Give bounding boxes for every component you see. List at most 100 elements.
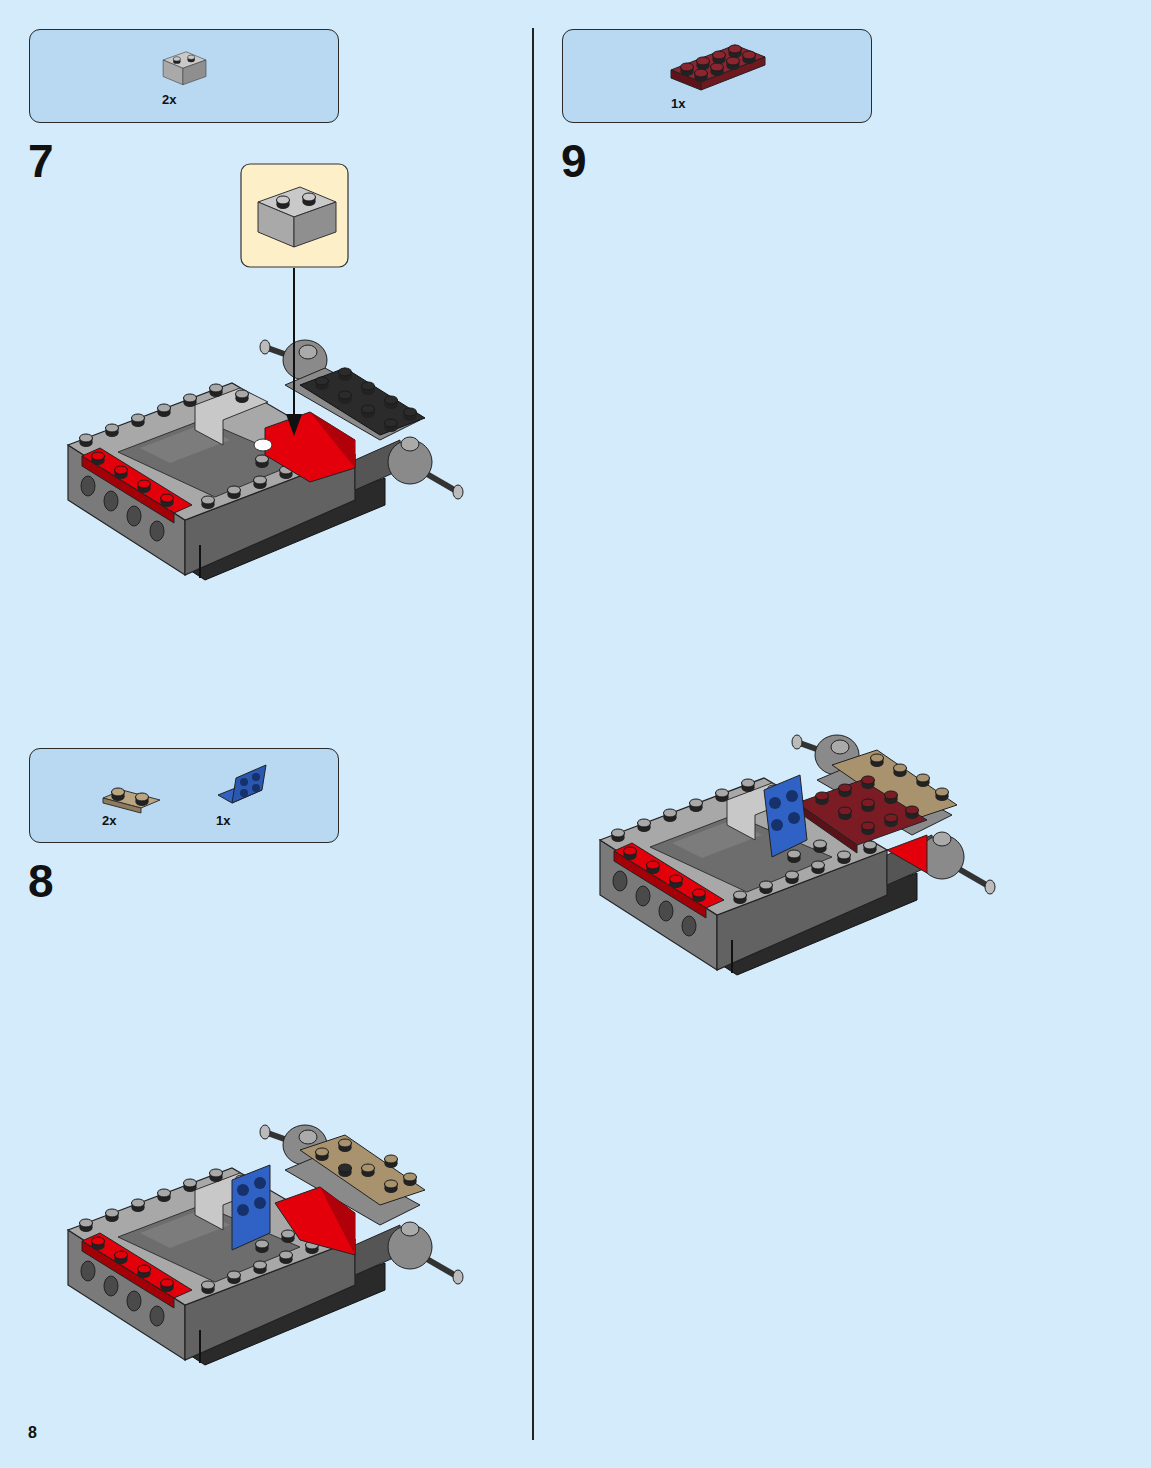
art-part	[252, 773, 260, 781]
art-part	[936, 788, 949, 801]
art-part	[316, 368, 417, 432]
art-part	[385, 396, 398, 409]
art-part	[681, 45, 756, 82]
parts-panel: 1x	[562, 29, 872, 123]
model-step-7	[68, 268, 463, 580]
column-divider	[532, 28, 534, 1440]
art-part	[885, 814, 898, 827]
art-part	[339, 1164, 352, 1177]
art-part	[862, 822, 875, 835]
parts-panel-ground	[562, 29, 872, 123]
art-part	[711, 63, 724, 76]
art-part	[600, 735, 995, 975]
art-part	[894, 764, 907, 777]
art-part	[695, 69, 708, 82]
art-part	[293, 268, 295, 418]
art-part	[240, 778, 248, 786]
parts-panel: 2x	[29, 29, 339, 123]
art-part	[258, 187, 336, 247]
art-part	[254, 1177, 266, 1189]
art-part	[112, 788, 125, 801]
art-part	[771, 819, 783, 831]
step-number: 9	[561, 138, 587, 184]
art-part	[885, 791, 898, 804]
art-part	[339, 368, 352, 381]
art-part	[316, 1139, 417, 1193]
dark-red-plate-icon	[671, 45, 765, 90]
art-part	[729, 45, 742, 58]
art-part	[701, 57, 765, 90]
art-part	[232, 765, 266, 803]
art-part	[252, 784, 260, 792]
art-part	[385, 1180, 398, 1193]
art-part	[362, 405, 375, 418]
art-part	[112, 788, 149, 806]
part-count: 2x	[102, 813, 116, 828]
art-part	[163, 52, 206, 85]
art-part	[316, 377, 329, 390]
model-step-8	[68, 1125, 463, 1365]
art-part	[839, 807, 852, 820]
art-part	[862, 799, 875, 812]
art-part	[887, 835, 927, 873]
callout-box	[241, 164, 348, 267]
art-part	[871, 754, 884, 767]
art-part	[816, 776, 919, 835]
art-part	[816, 792, 829, 805]
model-step-9	[600, 735, 995, 975]
art-part	[713, 51, 726, 64]
brick-icon	[163, 52, 206, 85]
art-part	[917, 774, 930, 787]
parts-panel-ground	[29, 29, 339, 123]
art-part	[339, 1139, 352, 1152]
art-part	[362, 382, 375, 395]
art-part	[697, 57, 710, 70]
art-part	[743, 51, 756, 64]
art-part	[797, 780, 927, 845]
art-part	[385, 419, 398, 432]
art-part	[727, 57, 740, 70]
art-part	[68, 340, 463, 580]
art-part	[862, 776, 875, 789]
part-count: 1x	[671, 96, 685, 111]
art-part	[339, 1164, 352, 1177]
art-part	[265, 412, 355, 482]
art-part	[320, 1187, 355, 1255]
parts-panel: 2x 1x	[29, 748, 339, 843]
art-part	[286, 414, 302, 436]
art-part	[839, 784, 852, 797]
art-part	[237, 1204, 249, 1216]
art-part	[103, 798, 141, 813]
art-part	[68, 1125, 463, 1365]
step-number: 7	[28, 138, 54, 184]
art-part	[769, 797, 781, 809]
art-part	[237, 1184, 249, 1196]
art-part	[232, 1165, 270, 1250]
art-part	[254, 439, 272, 451]
art-part	[310, 412, 355, 468]
art-part	[362, 1164, 375, 1177]
part-count: 2x	[162, 92, 176, 107]
art-part	[339, 391, 352, 404]
art-part	[275, 1187, 355, 1255]
art-part	[254, 1197, 266, 1209]
bracket-icon	[218, 765, 266, 803]
art-part	[681, 63, 694, 76]
art-part	[788, 812, 800, 824]
art-part	[906, 806, 919, 819]
art-part	[404, 1173, 417, 1186]
parts-panel-ground	[29, 748, 339, 843]
tan-plate-icon	[103, 788, 160, 813]
art-part	[240, 789, 248, 797]
art-part	[764, 775, 807, 857]
art-part	[316, 1148, 329, 1161]
art-part	[404, 408, 417, 421]
page-number: 8	[28, 1425, 37, 1441]
art-part	[786, 790, 798, 802]
step-number: 8	[28, 858, 54, 904]
brick-icon	[258, 187, 336, 247]
part-count: 1x	[216, 813, 230, 828]
art-part	[385, 1155, 398, 1168]
art-part	[136, 793, 149, 806]
